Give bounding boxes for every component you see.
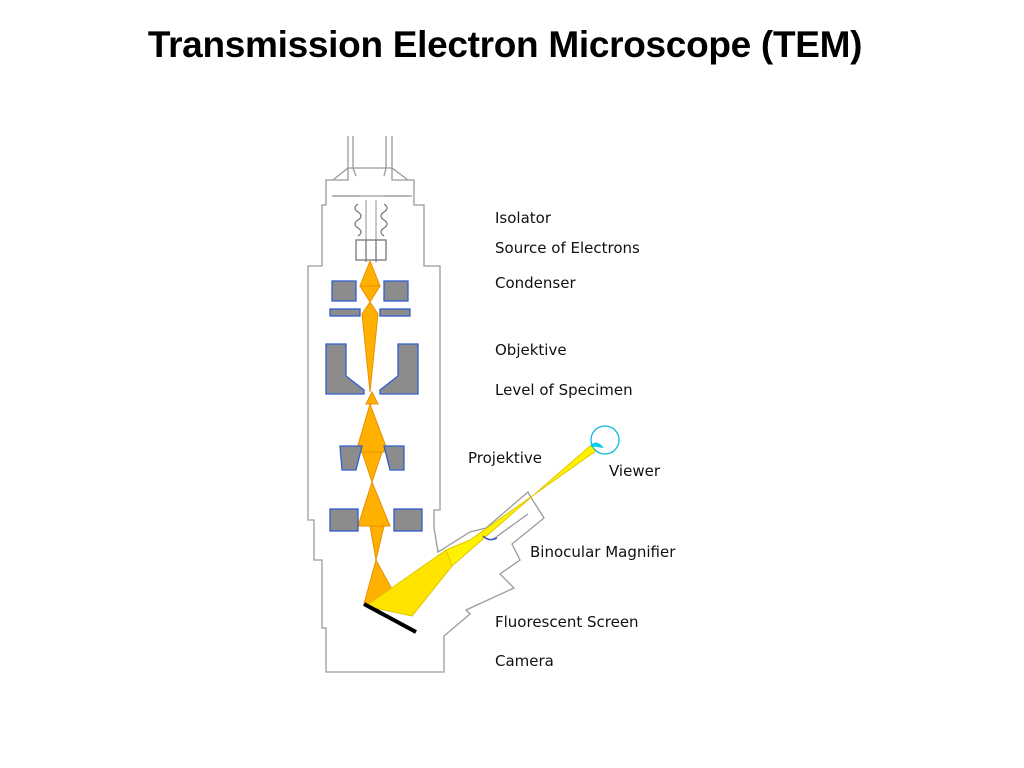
label-isolator: Isolator	[495, 209, 552, 227]
electron-beam	[355, 259, 401, 605]
electron-source-icon	[355, 239, 387, 262]
page-title: Transmission Electron Microscope (TEM)	[147, 24, 863, 65]
label-viewer: Viewer	[609, 462, 661, 480]
label-binocular-magnifier: Binocular Magnifier	[530, 543, 676, 561]
fluorescent-screen-icon	[363, 602, 417, 634]
binocular-lens-icon	[482, 535, 498, 541]
eye-icon	[590, 425, 620, 455]
objective-lens-icon	[325, 343, 419, 395]
label-condenser: Condenser	[495, 274, 576, 292]
label-camera: Camera	[495, 652, 554, 670]
label-level-of-specimen: Level of Specimen	[495, 381, 633, 399]
label-objektive: Objektive	[495, 341, 567, 359]
label-projektive: Projektive	[468, 449, 542, 467]
label-source-of-electrons: Source of Electrons	[495, 239, 640, 257]
isolator-spring-icon	[354, 200, 388, 240]
label-fluorescent-screen: Fluorescent Screen	[495, 613, 639, 631]
condenser-lens-icon	[329, 280, 411, 317]
lower-lens-icon	[329, 508, 423, 532]
projective-lens-icon	[339, 445, 405, 471]
